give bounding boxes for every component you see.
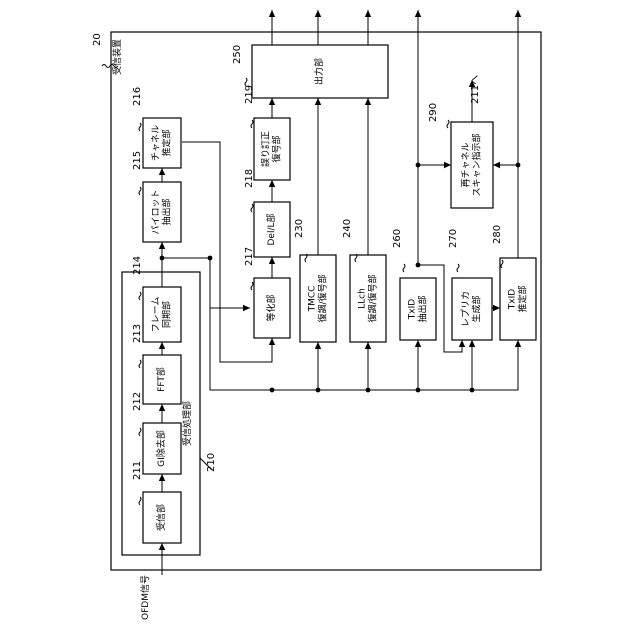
ref-leader — [139, 123, 141, 131]
block-ref: 280 — [492, 225, 503, 244]
block-equalizer: 等化部 217 — [244, 247, 290, 338]
block-label: GI除去部 — [155, 430, 167, 467]
block-label: スキャン指示部 — [471, 133, 483, 196]
ref-leader — [457, 264, 459, 272]
junction-dot — [160, 256, 165, 261]
block-llch: LLch復調/復号部 240 — [342, 219, 386, 342]
ref-leader — [139, 187, 141, 195]
input-signal-label: OFDM信号 — [139, 575, 151, 620]
block-output: 出力部 250 — [232, 45, 388, 98]
ref-leader — [139, 497, 141, 505]
block-txid-ext: TxID抽出部 260 — [392, 229, 436, 340]
ref-leader — [447, 120, 449, 128]
block-label: 復号部 — [271, 135, 283, 162]
block-label: 生成部 — [471, 295, 483, 322]
processing-unit-label: 受信処理部 — [181, 401, 193, 446]
block-label: レプリカ — [461, 291, 472, 327]
junction-dot — [470, 388, 475, 393]
block-label: FFT部 — [155, 367, 167, 392]
ref-leader — [245, 78, 247, 86]
ref-leader — [251, 120, 253, 128]
junction-dot — [416, 263, 421, 268]
ref-leader — [139, 428, 141, 436]
block-label: LLch — [358, 288, 368, 309]
block-label: 推定部 — [161, 129, 173, 156]
junction-dot — [366, 388, 371, 393]
block-label: 受信部 — [155, 504, 167, 531]
block-tmcc: TMCC復調/復号部 230 — [294, 219, 336, 342]
block-label: 復調/復号部 — [317, 274, 329, 322]
block-label: フレーム — [151, 297, 162, 333]
block-label: 抽出部 — [417, 295, 429, 322]
blocks: 受信部211GI除去部212FFT部213フレーム同期部214パイロット抽出部2… — [132, 45, 536, 543]
block-ref: 218 — [244, 169, 255, 188]
block-label: 再チャネル — [461, 143, 472, 188]
ref-leader — [139, 292, 141, 300]
block-rescan: 再チャネルスキャン指示部 290 — [428, 103, 493, 208]
block-label: 誤り訂正 — [260, 131, 272, 167]
block-label: 出力部 — [313, 58, 325, 85]
ref-leader — [251, 204, 253, 212]
block-label: パイロット — [151, 189, 162, 234]
block-deinter: Del/L部 218 — [244, 169, 290, 257]
block-ref: 270 — [448, 229, 459, 248]
block-ref: 240 — [342, 219, 353, 238]
ref-leader — [403, 264, 405, 272]
junction-dot — [516, 163, 521, 168]
block-ref: 290 — [428, 103, 439, 122]
junction-dot — [208, 256, 213, 261]
block-ref: 260 — [392, 229, 403, 248]
ref-leader — [139, 360, 141, 368]
junction-dot — [316, 388, 321, 393]
block-ref: 213 — [132, 324, 143, 343]
block-ecc: 誤り訂正復号部219 — [244, 85, 290, 180]
block-label: TMCC — [308, 286, 318, 313]
block-label: TxID — [508, 289, 518, 310]
block-ref: 230 — [294, 219, 305, 238]
block-label: Del/L部 — [265, 213, 277, 245]
block-ref: 217 — [244, 247, 255, 266]
external-ref: 211へ — [470, 75, 481, 104]
block-ref: 212 — [132, 392, 143, 411]
junction-dot — [270, 388, 275, 393]
block-txid-est: TxID推定部 280 — [492, 225, 536, 340]
block-ref: 216 — [132, 87, 143, 106]
device-label: 受信装置 — [111, 39, 123, 75]
device-ref: 20 — [92, 33, 103, 46]
block-label: TxID — [408, 299, 418, 320]
block-label: チャネル — [151, 125, 162, 161]
block-ref: 250 — [232, 45, 243, 64]
block-ref: 214 — [132, 256, 143, 275]
block-ref: 215 — [132, 151, 143, 170]
block-ref: 211 — [132, 461, 143, 480]
ref-leader — [251, 282, 253, 290]
junction-dot — [416, 163, 421, 168]
processing-unit-ref: 210 — [206, 453, 217, 472]
block-replica: レプリカ生成部 270 — [448, 229, 492, 340]
block-label: 復調/復号部 — [367, 274, 379, 322]
block-label: 等化部 — [265, 294, 277, 321]
block-label: 同期部 — [161, 301, 173, 328]
junction-dot — [416, 388, 421, 393]
block-label: 推定部 — [517, 285, 529, 312]
block-label: 抽出部 — [161, 198, 173, 225]
